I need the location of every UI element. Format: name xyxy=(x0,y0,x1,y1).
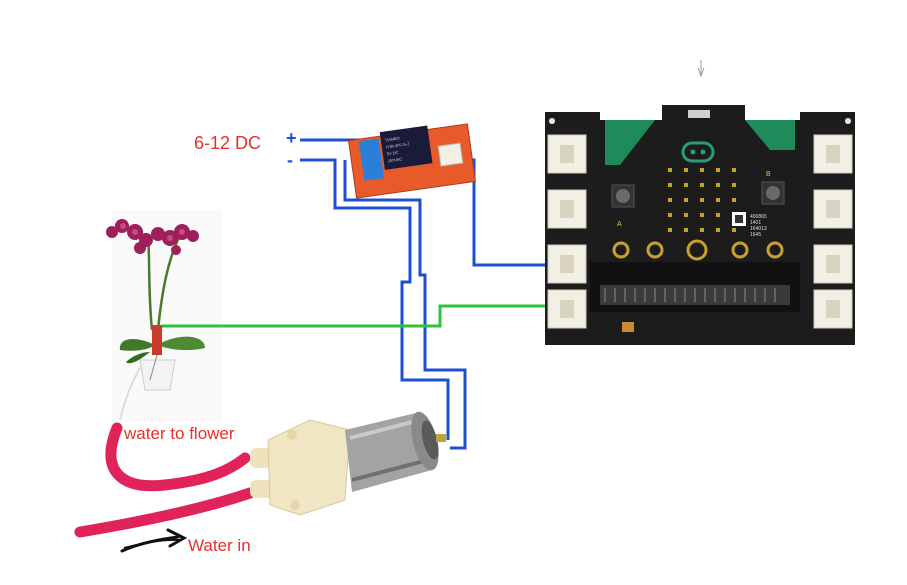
water-pump-icon xyxy=(250,411,446,516)
relay-module-icon: TIANBO HJR-3FF-S-Z 5V DC 250VAC xyxy=(347,123,477,199)
button-b-label: B xyxy=(766,171,771,178)
orchid-plant-icon xyxy=(106,210,222,422)
relay-text-1: TIANBO xyxy=(384,136,399,143)
supply-voltage-label: 6-12 DC xyxy=(194,133,262,153)
water-in-label: Water in xyxy=(188,536,251,555)
chip-line-1: 400865 xyxy=(750,214,767,220)
positive-terminal-label: + xyxy=(286,128,297,148)
relay-text-3: 5V DC xyxy=(386,150,398,157)
chip-line-2: 1401 xyxy=(750,220,761,226)
relay-text-4: 250VAC xyxy=(387,156,402,163)
button-a-label: A xyxy=(617,221,622,228)
negative-terminal-label: - xyxy=(287,150,293,170)
water-to-flower-label: water to flower xyxy=(124,424,235,443)
chip-line-3: 164013 xyxy=(750,226,767,232)
water-tubes xyxy=(74,422,256,538)
microbit-expansion-board-icon: A B 400865 1401 164013 1645 xyxy=(545,60,855,345)
hand-drawn-arrow-icon xyxy=(120,528,188,553)
relay-text-2: HJR-3FF-S-Z xyxy=(385,141,410,149)
chip-line-4: 1645 xyxy=(750,232,761,238)
green-signal-wire xyxy=(162,304,548,328)
